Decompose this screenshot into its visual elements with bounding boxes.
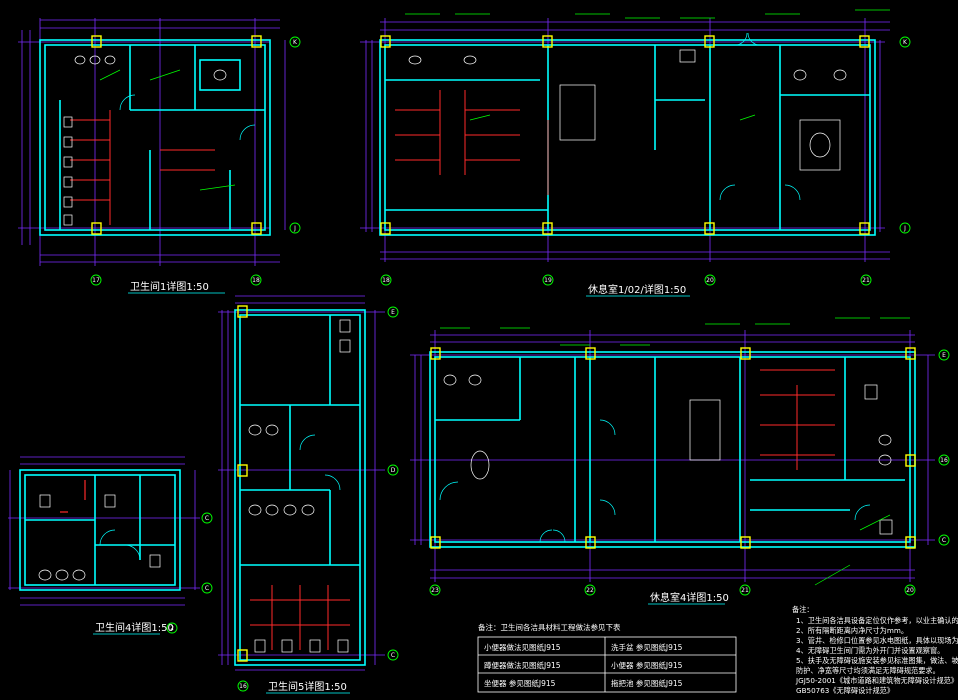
- notes-heading: 备注：: [792, 605, 814, 614]
- axis-label-19: 19: [544, 277, 552, 284]
- axis-label-E: E: [391, 309, 395, 316]
- note-line: JGJ50-2001《城市道路和建筑物无障碍设计规范》及: [795, 676, 958, 685]
- axis-label-20: 20: [906, 587, 914, 594]
- table-cell: 拖把池 参见图纸J915: [611, 678, 683, 688]
- stall-partitions: [760, 369, 835, 470]
- note-line: 2、所有隔断距离内净尺寸为mm。: [796, 626, 908, 635]
- note-line: 防护、净宽等尺寸均须满足无障碍规范要求。: [796, 666, 940, 675]
- fixtures: [408, 32, 847, 201]
- dimension-lines: [410, 330, 935, 582]
- walls: [19, 469, 181, 591]
- note-line: 3、管井、检修口位置参见水电图纸，具体以现场为准。: [796, 636, 958, 645]
- plan-lounge-4: 23 22 21 20 E 16 C 休息室4详图1:50: [410, 317, 950, 605]
- plan-title-lounge-4: 休息室4详图1:50: [650, 591, 729, 604]
- leader-labels: [405, 9, 890, 121]
- table-caption: 备注：卫生间各洁具材料工程做法参见下表: [478, 622, 621, 632]
- walls: [234, 309, 366, 666]
- axis-label-20: 20: [706, 277, 714, 284]
- axis-label-J: J: [293, 225, 296, 232]
- plan-title-restroom-1: 卫生间1详图1:50: [130, 280, 209, 293]
- axis-label-18: 18: [382, 277, 390, 284]
- table-cell: 蹲便器做法见图纸J915: [484, 660, 561, 670]
- room-labels: [99, 69, 236, 191]
- dimension-lines: [218, 295, 385, 671]
- note-line: 1、卫生间各洁具设备定位仅作参考，以业主确认的图纸为准。: [796, 616, 958, 625]
- columns: [430, 347, 916, 549]
- axis-label-22: 22: [586, 587, 594, 594]
- axis-label-C: C: [205, 585, 209, 592]
- table-cell: 坐便器 参见图纸J915: [484, 678, 556, 688]
- stall-partitions: [70, 110, 215, 225]
- axis-label-J: J: [903, 225, 906, 232]
- plan-restroom-5: E D C 16 卫生间5详图1:50: [218, 295, 399, 694]
- axis-label-16: 16: [940, 457, 948, 464]
- walls: [429, 351, 916, 548]
- axis-markers: [237, 306, 399, 692]
- plan-restroom-4: C C 2 卫生间4详图1:50: [8, 456, 213, 635]
- axis-label-18: 18: [252, 277, 260, 284]
- plan-lounge-1-02: 18 19 20 21 K J 休息室1/02/详图1:50: [360, 9, 911, 297]
- axis-label-K: K: [293, 39, 298, 46]
- stall-partitions: [250, 585, 350, 650]
- axis-label-21: 21: [862, 277, 870, 284]
- table-cell: 洗手盆 参见图纸J915: [611, 642, 683, 652]
- axis-label-E: E: [942, 352, 946, 359]
- axis-label-C: C: [391, 652, 395, 659]
- plan-title-restroom-4: 卫生间4详图1:50: [95, 621, 174, 634]
- axis-label-2: 2: [170, 625, 174, 632]
- plan-restroom-1: 17 18 K J 卫生间1详图1:50: [18, 18, 301, 294]
- fixtures: [63, 55, 256, 226]
- axis-label-C: C: [205, 515, 209, 522]
- stall-partitions: [395, 90, 549, 195]
- plan-title-restroom-5: 卫生间5详图1:50: [268, 680, 347, 693]
- axis-label-21: 21: [741, 587, 749, 594]
- note-line: 4、无障碍卫生间门需为外开门并设置观察窗。: [796, 646, 944, 655]
- columns: [237, 305, 248, 662]
- columns: [380, 35, 870, 235]
- axis-label-16: 16: [239, 683, 247, 690]
- dimension-lines: [18, 18, 286, 266]
- axis-markers: [429, 349, 950, 596]
- axis-label-17: 17: [92, 277, 100, 284]
- fixtures: [439, 374, 893, 543]
- note-line: GB50763《无障碍设计规范》: [796, 686, 894, 695]
- axis-label-C: C: [942, 537, 946, 544]
- walls: [379, 39, 876, 236]
- leader-labels: [440, 317, 910, 586]
- general-notes: 备注： 1、卫生间各洁具设备定位仅作参考，以业主确认的图纸为准。 2、所有隔断距…: [792, 605, 958, 695]
- axis-markers: [90, 36, 301, 286]
- axis-label-D: D: [391, 467, 396, 474]
- red-marks: [60, 480, 86, 513]
- dimension-lines: [8, 456, 200, 606]
- axis-markers: [166, 512, 213, 634]
- fixtures: [248, 319, 351, 653]
- columns: [91, 35, 262, 235]
- axis-markers: [380, 36, 911, 286]
- table-cell: 小便器做法见图纸J915: [484, 642, 561, 652]
- note-line: 5、扶手及无障碍设施安装参见标准图集，做法、坡度、挡水条、: [796, 656, 958, 665]
- fixtures: [38, 494, 161, 581]
- table-grid: [477, 636, 737, 693]
- axis-label-K: K: [903, 39, 908, 46]
- axis-label-23: 23: [431, 587, 439, 594]
- table-cell: 小便器 参见图纸J915: [611, 660, 683, 670]
- walls: [39, 39, 271, 236]
- plan-title-lounge-1-02: 休息室1/02/详图1:50: [588, 283, 686, 296]
- fixture-table: 备注：卫生间各洁具材料工程做法参见下表 小便器做法见图纸J915 洗手盆 参见图…: [477, 622, 737, 693]
